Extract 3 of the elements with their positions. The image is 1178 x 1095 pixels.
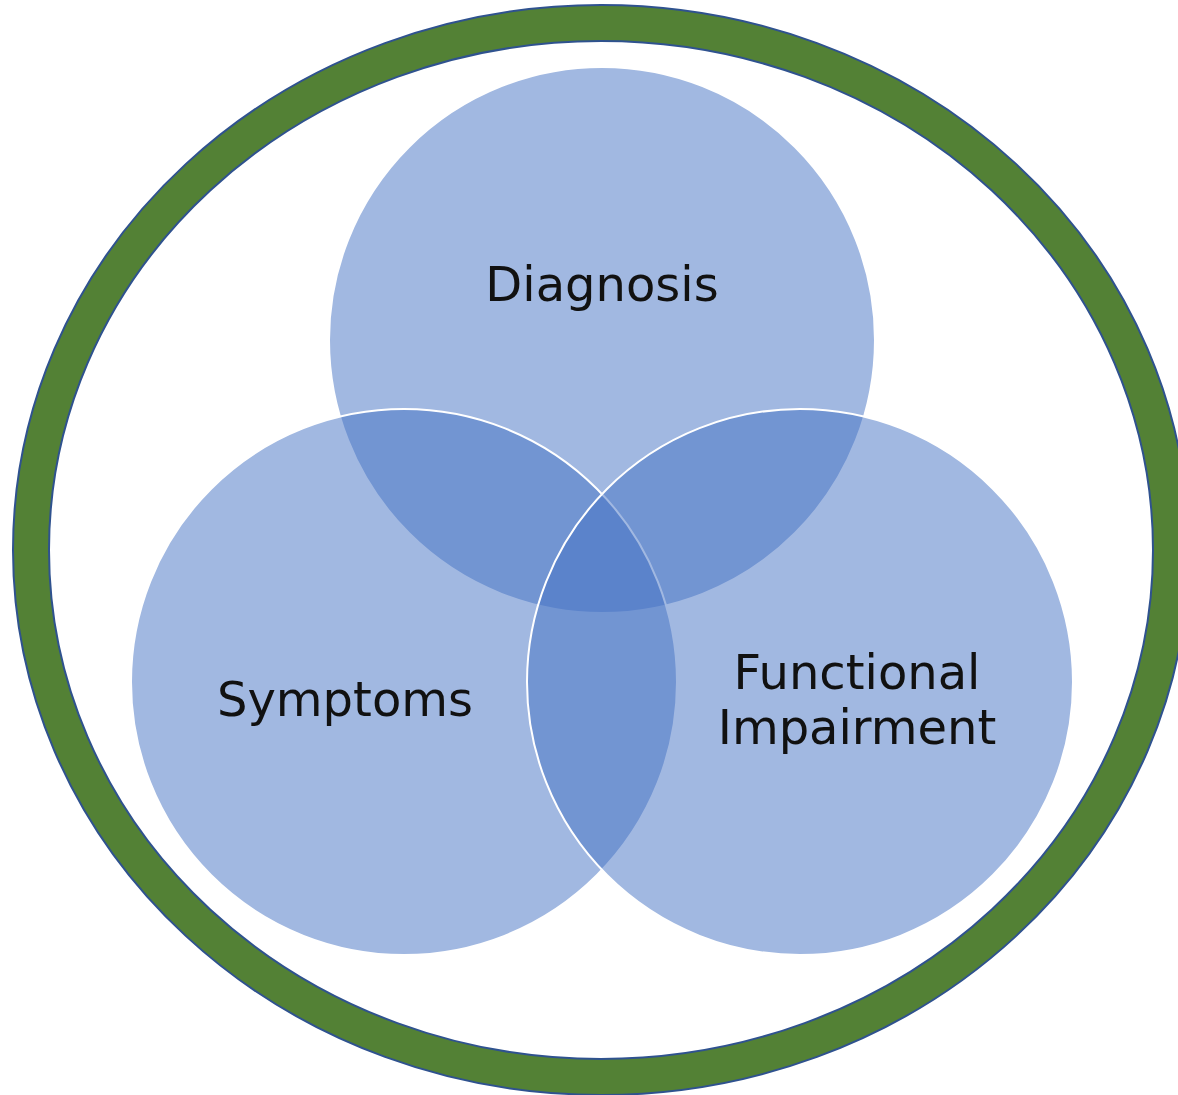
circle-label: Functional Impairment [716,644,998,756]
circle-label: Diagnosis [484,257,720,313]
circle-label: Symptoms [215,672,475,728]
